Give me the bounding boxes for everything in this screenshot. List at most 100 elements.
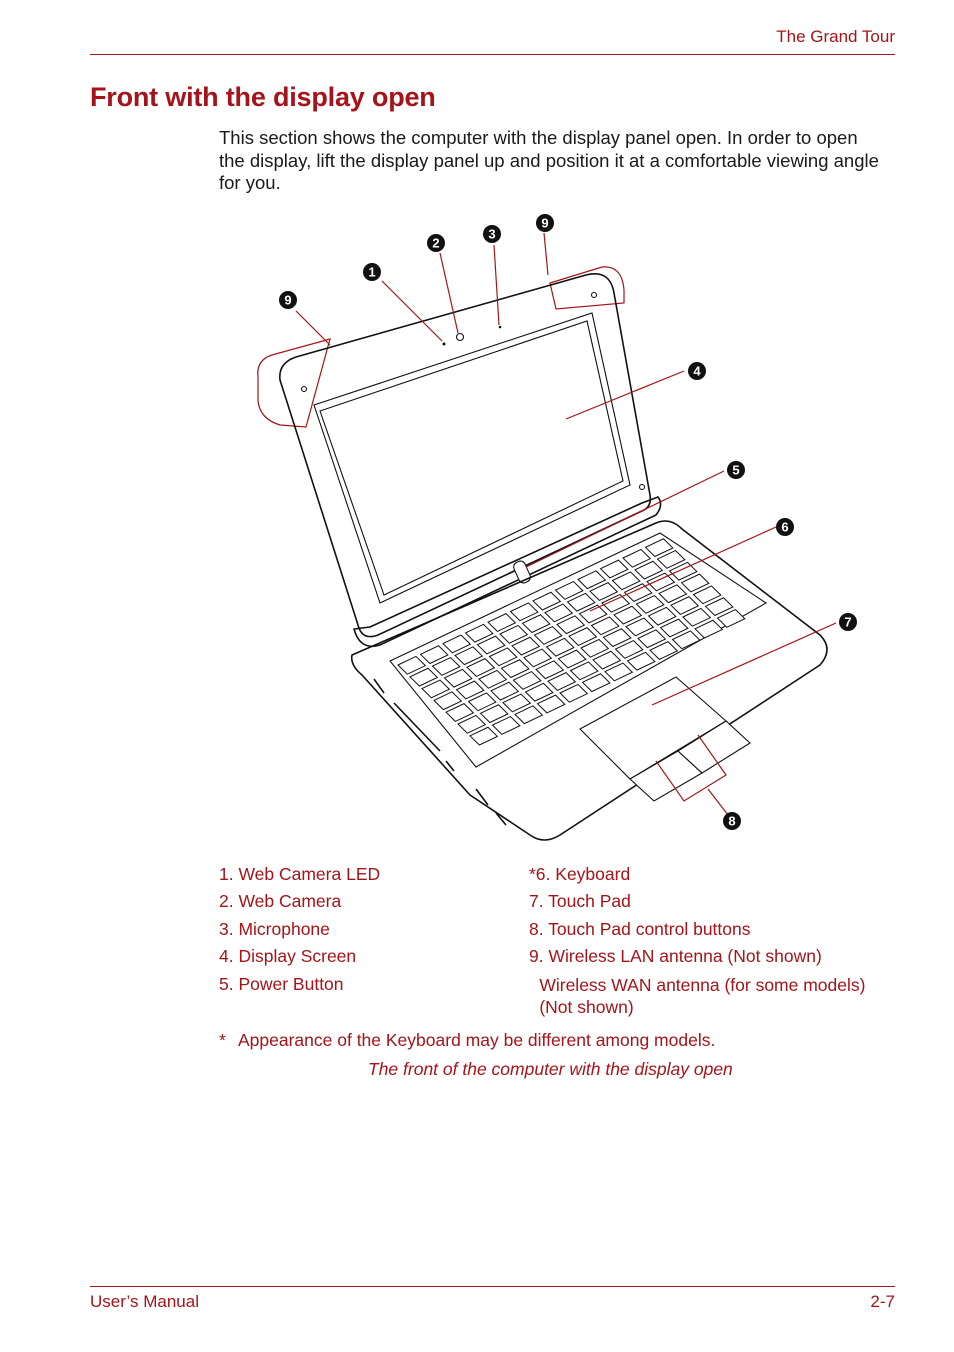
keyboard-key: [613, 605, 643, 625]
antenna-region-right: [549, 266, 625, 310]
keyboard-key: [682, 607, 712, 627]
keyboard-key: [544, 603, 574, 623]
legend-item: *6. Keyboard: [529, 864, 631, 884]
keyboard-key: [500, 659, 530, 679]
keyboard-key: [397, 655, 427, 675]
leader-5: [525, 470, 725, 568]
keyboard-key: [644, 538, 674, 558]
svg-text:1: 1: [368, 265, 375, 280]
keyboard-key: [442, 634, 472, 654]
keyboard-key: [488, 647, 518, 667]
note-text: Appearance of the Keyboard may be differ…: [238, 1030, 716, 1050]
keyboard-key: [656, 549, 686, 569]
side-ports: [373, 678, 507, 826]
keyboard-key: [524, 682, 554, 702]
leader-3: [493, 244, 500, 326]
keyboard-key: [611, 571, 641, 591]
leader-8: [655, 734, 729, 816]
microphone-dot: [498, 325, 502, 329]
keyboard-key: [622, 548, 652, 568]
keyboard-key: [580, 638, 610, 658]
keyboard-key: [433, 691, 463, 711]
keyboard-key: [464, 623, 494, 643]
svg-text:5: 5: [732, 463, 739, 478]
keyboard-key: [466, 658, 496, 678]
lid-screw-left: [300, 385, 308, 393]
keyboard-key: [592, 650, 622, 670]
section-title: Front with the display open: [90, 82, 436, 112]
keyboard-key: [467, 692, 497, 712]
keyboard-key: [670, 596, 700, 616]
keyboard-key: [511, 636, 541, 656]
display-screen: [319, 320, 624, 596]
svg-text:9: 9: [541, 216, 548, 231]
svg-text:6: 6: [781, 520, 788, 535]
svg-text:9: 9: [284, 293, 291, 308]
keyboard-key: [581, 673, 611, 693]
keyboard-key: [601, 593, 631, 613]
keyboard-key: [569, 661, 599, 681]
keyboard-key: [512, 670, 542, 690]
keyboard-key: [556, 615, 586, 635]
callout-9-right: 9: [536, 214, 554, 232]
leader-9-left: [295, 310, 331, 346]
keyboard-key: [599, 559, 629, 579]
keyboard-key: [614, 639, 644, 659]
keyboard-key: [568, 627, 598, 647]
keyboard-key: [478, 669, 508, 689]
keyboard-key: [409, 667, 439, 687]
display-lid: [279, 273, 652, 638]
keyboard-key: [566, 592, 596, 612]
keyboard-key: [554, 580, 584, 600]
keyboard-key: [499, 624, 529, 644]
keyboard-key: [419, 645, 449, 665]
keyboard-key: [557, 649, 587, 669]
leader-4: [565, 370, 685, 420]
callout-5: 5: [727, 461, 745, 479]
callout-2: 2: [427, 234, 445, 252]
legend-item: 9. Wireless LAN antenna (Not shown): [529, 946, 822, 967]
keyboard-key: [635, 594, 665, 614]
lid-screw-bottom: [638, 483, 646, 491]
keyboard-key: [469, 726, 499, 746]
keyboard-key: [431, 656, 461, 676]
legend-item: 8. Touch Pad control buttons: [529, 918, 751, 939]
callout-6: 6: [776, 518, 794, 536]
svg-text:2: 2: [432, 236, 439, 251]
keyboard-key: [536, 694, 566, 714]
keyboard-key: [578, 604, 608, 624]
web-camera-lens: [455, 332, 465, 342]
keyboard-key: [533, 625, 563, 645]
keyboard-key: [521, 614, 551, 634]
header-rule: [90, 54, 895, 55]
svg-text:7: 7: [844, 615, 851, 630]
keyboard-key: [694, 619, 724, 639]
callout-7: 7: [839, 613, 857, 631]
keyboard-keys: [397, 538, 746, 746]
callout-3: 3: [483, 225, 501, 243]
legend-continuation: (Not shown): [539, 997, 634, 1018]
touch-pad-right-button: [677, 720, 751, 774]
keyboard-key: [457, 714, 487, 734]
running-header: The Grand Tour: [776, 27, 895, 46]
legend-item: 7. Touch Pad: [529, 891, 631, 912]
leader-7: [651, 622, 837, 706]
antenna-region-left: [257, 338, 331, 428]
keyboard-key: [604, 662, 634, 682]
keyboard-key: [680, 573, 710, 593]
keyboard-key: [646, 572, 676, 592]
figure-legend: 1. Web Camera LED *6. Keyboard 2. Web Ca…: [219, 864, 899, 1019]
lid-screw-right: [590, 291, 598, 299]
legend-item: 1. Web Camera LED: [219, 864, 381, 884]
keyboard-key: [625, 617, 655, 637]
keyboard-key: [445, 703, 475, 723]
note-marker: *: [219, 1030, 226, 1050]
keyboard-key: [659, 618, 689, 638]
keyboard-key: [523, 648, 553, 668]
callout-9-left: 9: [279, 291, 297, 309]
hinge: [353, 496, 662, 648]
keyboard-key: [671, 630, 701, 650]
intro-paragraph: This section shows the computer with the…: [219, 127, 879, 193]
keyboard-key: [535, 660, 565, 680]
keyboard-key: [589, 582, 619, 602]
